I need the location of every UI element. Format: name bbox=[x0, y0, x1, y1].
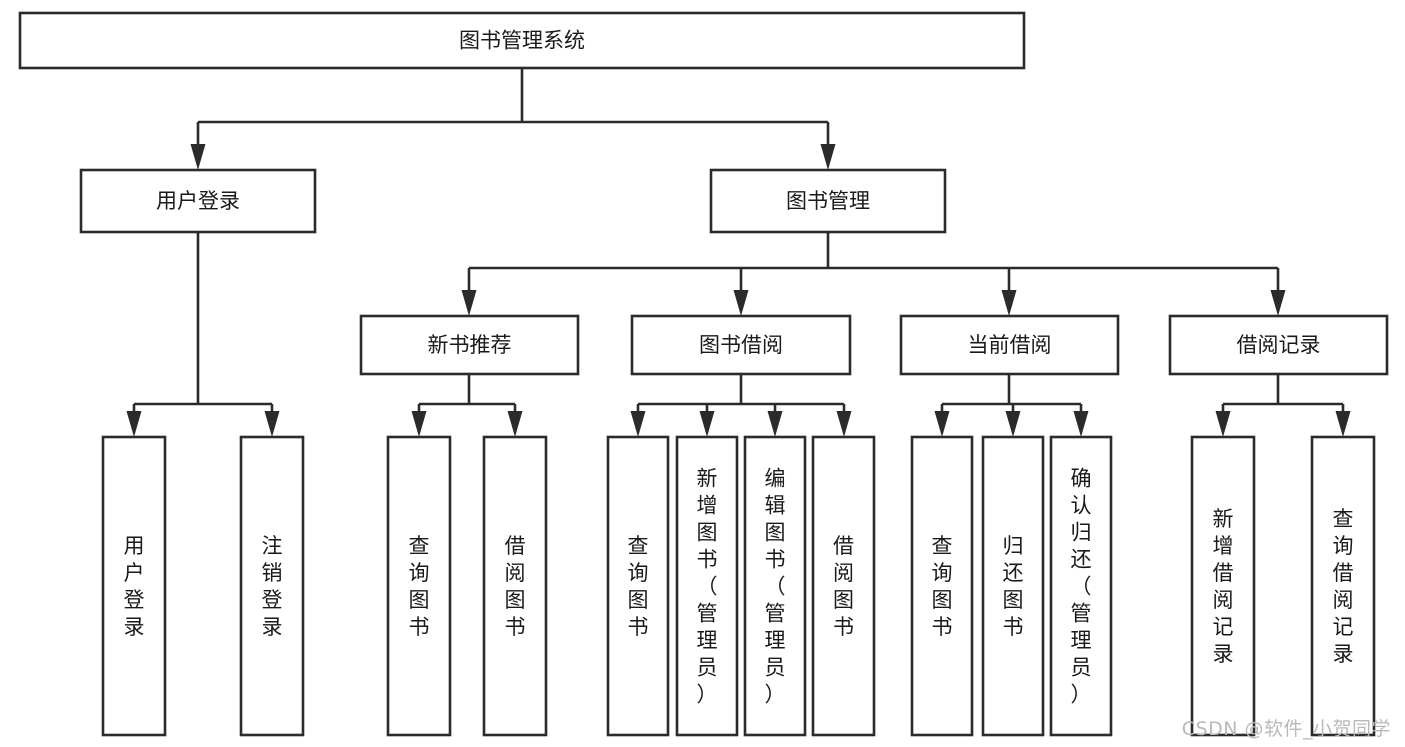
node-box[interactable] bbox=[709, 168, 947, 234]
node-box[interactable] bbox=[1190, 435, 1256, 737]
arrow-head-icon bbox=[1001, 290, 1017, 316]
node-box[interactable] bbox=[981, 435, 1045, 737]
node-leaf-add-book[interactable]: 新增图书（管理员） bbox=[675, 435, 739, 737]
arrow-head-icon bbox=[1270, 290, 1286, 316]
connector-group-rail-records bbox=[1215, 374, 1351, 437]
node-leaf-query-book-3[interactable]: 查询图书 bbox=[910, 435, 974, 737]
node-label: 新增借阅记录 bbox=[1213, 507, 1234, 666]
node-leaf-borrow-book-1[interactable]: 借阅图书 bbox=[482, 435, 548, 737]
node-label: 新书推荐 bbox=[428, 333, 512, 357]
node-label: 新增图书（管理员） bbox=[697, 467, 718, 707]
arrow-head-icon bbox=[1335, 411, 1351, 437]
node-label: 查询图书 bbox=[409, 534, 430, 639]
arrow-head-icon bbox=[1215, 411, 1231, 437]
node-box[interactable] bbox=[1049, 435, 1113, 737]
connectors-layer bbox=[126, 68, 1351, 437]
connector-group-rail-book-manage bbox=[461, 232, 1286, 316]
node-box[interactable] bbox=[1168, 314, 1389, 376]
node-box[interactable] bbox=[675, 435, 739, 737]
connector-group-rail-borrow bbox=[630, 374, 852, 437]
node-label: 用户登录 bbox=[156, 189, 240, 213]
connector-group-rail-current bbox=[934, 374, 1089, 437]
arrow-head-icon bbox=[820, 144, 836, 170]
arrow-head-icon bbox=[411, 411, 427, 437]
node-leaf-borrow-book-2[interactable]: 借阅图书 bbox=[811, 435, 876, 737]
node-leaf-return-book[interactable]: 归还图书 bbox=[981, 435, 1045, 737]
node-box[interactable] bbox=[606, 435, 670, 737]
node-box[interactable] bbox=[386, 435, 452, 737]
node-l2-records[interactable]: 借阅记录 bbox=[1168, 314, 1389, 376]
connector-group-rail-new-book bbox=[411, 374, 523, 437]
arrow-head-icon bbox=[630, 411, 646, 437]
node-label: 图书管理 bbox=[786, 189, 870, 213]
node-label: 图书管理系统 bbox=[459, 29, 585, 53]
node-box[interactable] bbox=[743, 435, 807, 737]
node-label: 图书借阅 bbox=[699, 333, 783, 357]
arrow-head-icon bbox=[699, 411, 715, 437]
node-l2-current[interactable]: 当前借阅 bbox=[899, 314, 1120, 376]
node-leaf-edit-book[interactable]: 编辑图书（管理员） bbox=[743, 435, 807, 737]
node-box[interactable] bbox=[101, 435, 167, 737]
node-leaf-logout[interactable]: 注销登录 bbox=[239, 435, 305, 737]
arrow-head-icon bbox=[190, 144, 206, 170]
arrow-head-icon bbox=[264, 411, 280, 437]
node-leaf-query-book-1[interactable]: 查询图书 bbox=[386, 435, 452, 737]
node-label: 用户登录 bbox=[124, 534, 145, 639]
node-box[interactable] bbox=[811, 435, 876, 737]
node-box[interactable] bbox=[1310, 435, 1376, 737]
node-l1-book-manage[interactable]: 图书管理 bbox=[709, 168, 947, 234]
arrow-head-icon bbox=[836, 411, 852, 437]
node-label: 查询图书 bbox=[628, 534, 649, 639]
node-label: 当前借阅 bbox=[968, 333, 1052, 357]
node-root[interactable]: 图书管理系统 bbox=[18, 11, 1026, 70]
arrow-head-icon bbox=[767, 411, 783, 437]
node-box[interactable] bbox=[482, 435, 548, 737]
arrow-head-icon bbox=[1073, 411, 1089, 437]
node-leaf-user-login[interactable]: 用户登录 bbox=[101, 435, 167, 737]
node-l1-user-login[interactable]: 用户登录 bbox=[79, 168, 317, 234]
node-label: 查询图书 bbox=[932, 534, 953, 639]
node-label: 编辑图书（管理员） bbox=[765, 467, 786, 707]
node-l2-new-book[interactable]: 新书推荐 bbox=[359, 314, 580, 376]
node-label: 确认归还（管理员） bbox=[1071, 467, 1092, 707]
arrow-head-icon bbox=[1005, 411, 1021, 437]
arrow-head-icon bbox=[507, 411, 523, 437]
connector-group-rail-root bbox=[190, 68, 836, 170]
node-label: 借阅记录 bbox=[1237, 333, 1321, 357]
node-box[interactable] bbox=[79, 168, 317, 234]
nodes-layer: 图书管理系统用户登录图书管理新书推荐图书借阅当前借阅借阅记录用户登录注销登录查询… bbox=[18, 11, 1389, 737]
node-label: 归还图书 bbox=[1003, 534, 1024, 639]
node-leaf-query-record[interactable]: 查询借阅记录 bbox=[1310, 435, 1376, 737]
node-box[interactable] bbox=[18, 11, 1026, 70]
node-leaf-query-book-2[interactable]: 查询图书 bbox=[606, 435, 670, 737]
node-label: 借阅图书 bbox=[505, 534, 526, 639]
arrow-head-icon bbox=[934, 411, 950, 437]
node-label: 注销登录 bbox=[262, 534, 283, 639]
node-box[interactable] bbox=[910, 435, 974, 737]
node-leaf-add-record[interactable]: 新增借阅记录 bbox=[1190, 435, 1256, 737]
node-box[interactable] bbox=[630, 314, 852, 376]
node-box[interactable] bbox=[239, 435, 305, 737]
node-leaf-confirm-return[interactable]: 确认归还（管理员） bbox=[1049, 435, 1113, 737]
node-box[interactable] bbox=[359, 314, 580, 376]
connector-group-rail-user-login bbox=[126, 232, 280, 437]
node-l2-borrow[interactable]: 图书借阅 bbox=[630, 314, 852, 376]
arrow-head-icon bbox=[733, 290, 749, 316]
arrow-head-icon bbox=[126, 411, 142, 437]
node-box[interactable] bbox=[899, 314, 1120, 376]
node-label: 查询借阅记录 bbox=[1333, 507, 1354, 666]
node-label: 借阅图书 bbox=[833, 534, 854, 639]
arrow-head-icon bbox=[461, 290, 477, 316]
